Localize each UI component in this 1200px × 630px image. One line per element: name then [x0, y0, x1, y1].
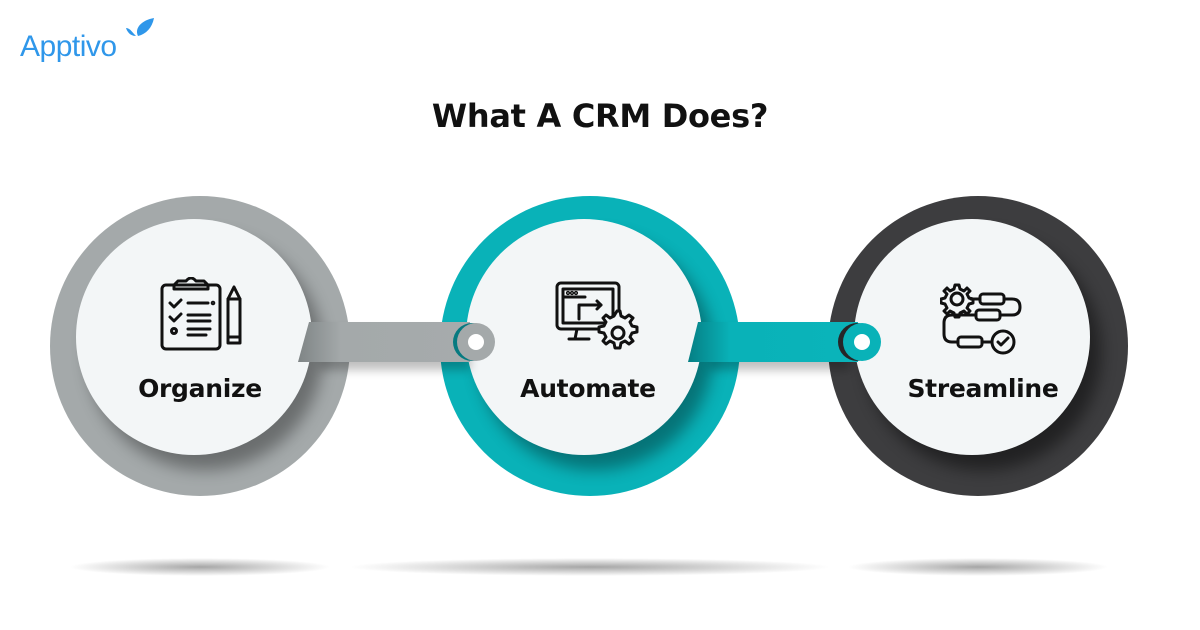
connector-automate-streamline — [688, 322, 881, 370]
floor-shadow — [350, 558, 830, 576]
floor-shadow — [848, 558, 1108, 576]
step-label-streamline: Streamline — [907, 374, 1059, 403]
floor-shadow — [70, 558, 330, 576]
logo-text: Apptivo — [20, 30, 117, 63]
monitor-gear-icon — [555, 281, 639, 350]
connector-organize-automate — [298, 322, 495, 370]
ring-organize — [50, 196, 350, 496]
workflow-gear-check-icon — [940, 283, 1022, 355]
leaf-icon — [126, 18, 154, 36]
ring-automate — [440, 196, 740, 496]
step-label-automate: Automate — [520, 374, 656, 403]
apptivo-logo: Apptivo — [20, 18, 154, 64]
clipboard-checklist-pencil-icon — [160, 277, 242, 351]
step-label-organize: Organize — [138, 374, 262, 403]
page-title: What A CRM Does? — [431, 97, 769, 135]
